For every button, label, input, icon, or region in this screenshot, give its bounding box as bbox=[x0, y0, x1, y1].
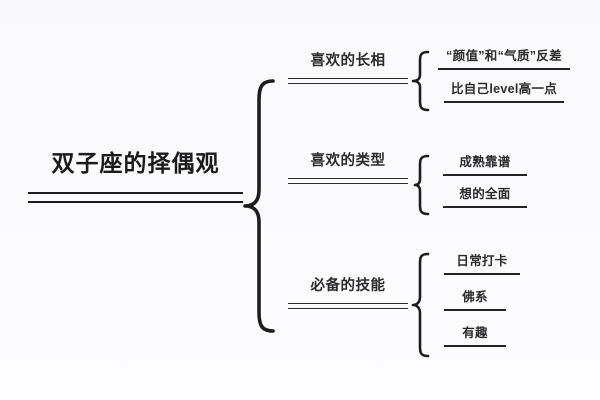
leaf-label-2-2: 想的全面 bbox=[459, 187, 511, 201]
leaf-underline-1-2 bbox=[444, 101, 564, 103]
leaf-label-3-2: 佛系 bbox=[462, 290, 488, 304]
leaf-label-2-1: 成熟靠谱 bbox=[459, 155, 511, 169]
leaf-underline-2-2 bbox=[443, 206, 527, 208]
curly-brace-icon-sub-1 bbox=[411, 50, 431, 112]
leaf-label-1-1: “颜值”和“气质”反差 bbox=[446, 49, 562, 63]
root-label: 双子座的择偶观 bbox=[51, 150, 220, 176]
leaf-label-3-1: 日常打卡 bbox=[456, 254, 508, 268]
branch-underline-1 bbox=[288, 78, 408, 84]
branch-node-2[interactable]: 喜欢的类型 bbox=[288, 152, 408, 184]
leaf-node-1-2[interactable]: 比自己level高一点 bbox=[444, 81, 564, 103]
leaf-node-2-2[interactable]: 想的全面 bbox=[443, 186, 527, 208]
branch-underline-3 bbox=[288, 303, 408, 309]
root-underline bbox=[28, 192, 243, 203]
root-node[interactable]: 双子座的择偶观 bbox=[28, 148, 243, 203]
leaf-node-3-1[interactable]: 日常打卡 bbox=[444, 253, 520, 275]
leaf-node-3-3[interactable]: 有趣 bbox=[444, 325, 506, 347]
branch-node-1[interactable]: 喜欢的长相 bbox=[288, 52, 408, 84]
leaf-label-3-3: 有趣 bbox=[462, 326, 488, 340]
leaf-underline-1-1 bbox=[438, 68, 570, 70]
curly-brace-icon-sub-2 bbox=[413, 154, 431, 216]
leaf-underline-3-3 bbox=[444, 345, 506, 347]
leaf-underline-2-1 bbox=[443, 174, 527, 176]
leaf-underline-3-1 bbox=[444, 273, 520, 275]
branch-label-2: 喜欢的类型 bbox=[310, 153, 386, 169]
leaf-node-3-2[interactable]: 佛系 bbox=[444, 289, 506, 311]
branch-node-3[interactable]: 必备的技能 bbox=[288, 277, 408, 309]
leaf-node-1-1[interactable]: “颜值”和“气质”反差 bbox=[438, 48, 570, 70]
leaf-label-1-2: 比自己level高一点 bbox=[450, 82, 558, 96]
branch-label-3: 必备的技能 bbox=[310, 278, 386, 294]
leaf-underline-3-2 bbox=[444, 309, 506, 311]
branch-label-1: 喜欢的长相 bbox=[310, 53, 386, 69]
curly-brace-icon-sub-3 bbox=[411, 252, 431, 358]
curly-brace-icon-main bbox=[243, 78, 277, 334]
branch-underline-2 bbox=[288, 178, 408, 184]
leaf-node-2-1[interactable]: 成熟靠谱 bbox=[443, 154, 527, 176]
